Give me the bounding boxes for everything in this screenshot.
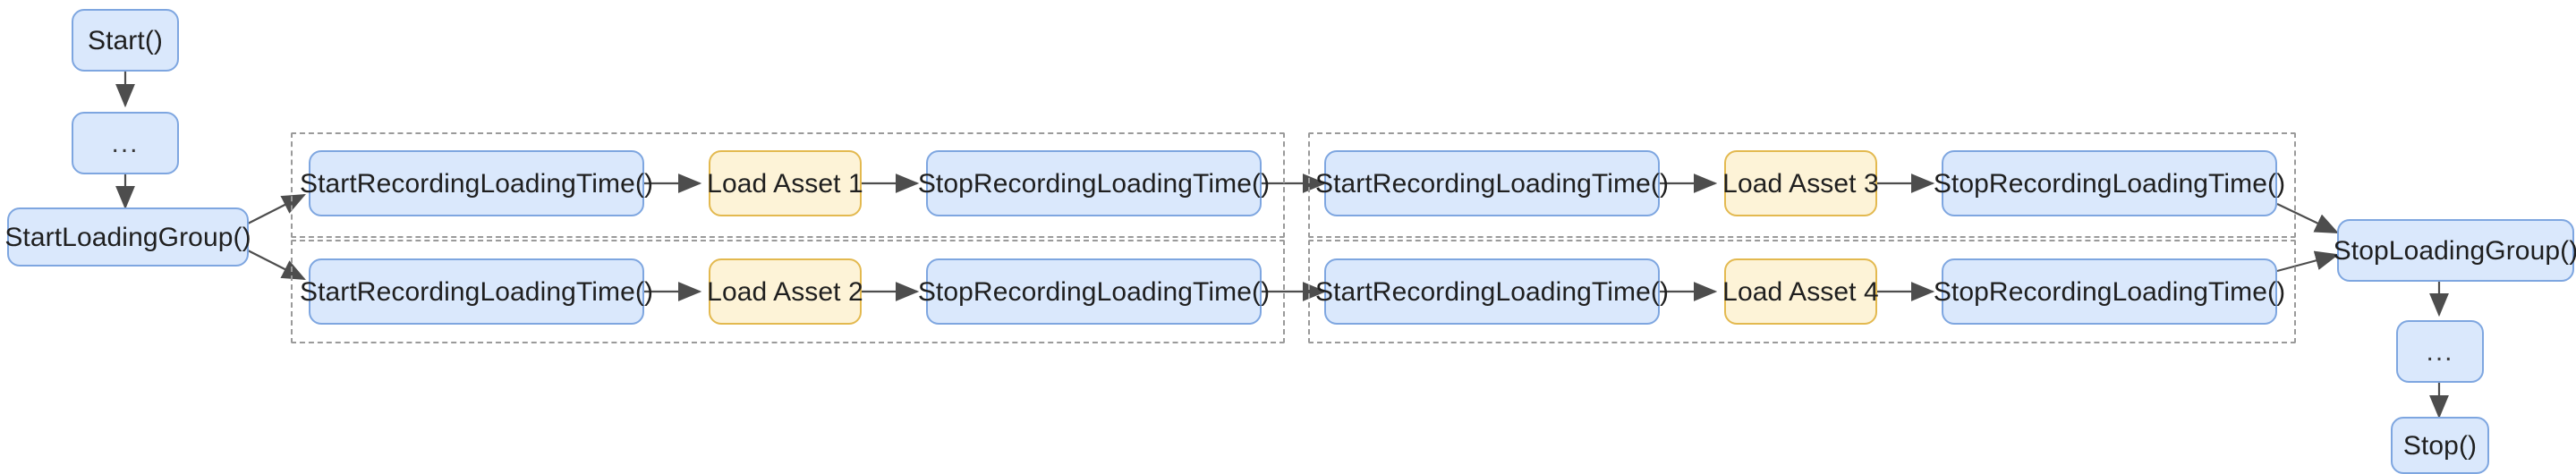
node-g2r1-start-recording[interactable]: StartRecordingLoadingTime(): [1315, 150, 1669, 216]
node-g2r2-load-asset[interactable]: Load Asset 4: [1722, 258, 1879, 325]
node-pre-ellipsis[interactable]: ...: [72, 112, 179, 174]
node-g1r1-load-asset[interactable]: Load Asset 1: [707, 150, 863, 216]
node-g1r2-stop-recording[interactable]: StopRecordingLoadingTime(): [918, 258, 1270, 325]
node-g1r1-start-recording[interactable]: StartRecordingLoadingTime(): [300, 150, 653, 216]
node-g2r2-stop-recording[interactable]: StopRecordingLoadingTime(): [1934, 258, 2285, 325]
node-g1r2-start-recording[interactable]: StartRecordingLoadingTime(): [300, 258, 653, 325]
node-start[interactable]: Start(): [72, 9, 179, 72]
node-g1r1-stop-recording[interactable]: StopRecordingLoadingTime(): [918, 150, 1270, 216]
node-g2r2-start-recording[interactable]: StartRecordingLoadingTime(): [1315, 258, 1669, 325]
node-g2r1-stop-recording[interactable]: StopRecordingLoadingTime(): [1934, 150, 2285, 216]
node-g2r1-load-asset[interactable]: Load Asset 3: [1722, 150, 1879, 216]
node-stop[interactable]: Stop(): [2391, 417, 2489, 474]
node-start-loading-group[interactable]: StartLoadingGroup(): [4, 207, 251, 267]
subgraph-group-1-row-1: [291, 132, 1285, 238]
node-post-ellipsis[interactable]: ...: [2396, 320, 2484, 383]
node-g1r2-load-asset[interactable]: Load Asset 2: [707, 258, 863, 325]
node-stop-loading-group[interactable]: StopLoadingGroup(): [2334, 219, 2576, 282]
